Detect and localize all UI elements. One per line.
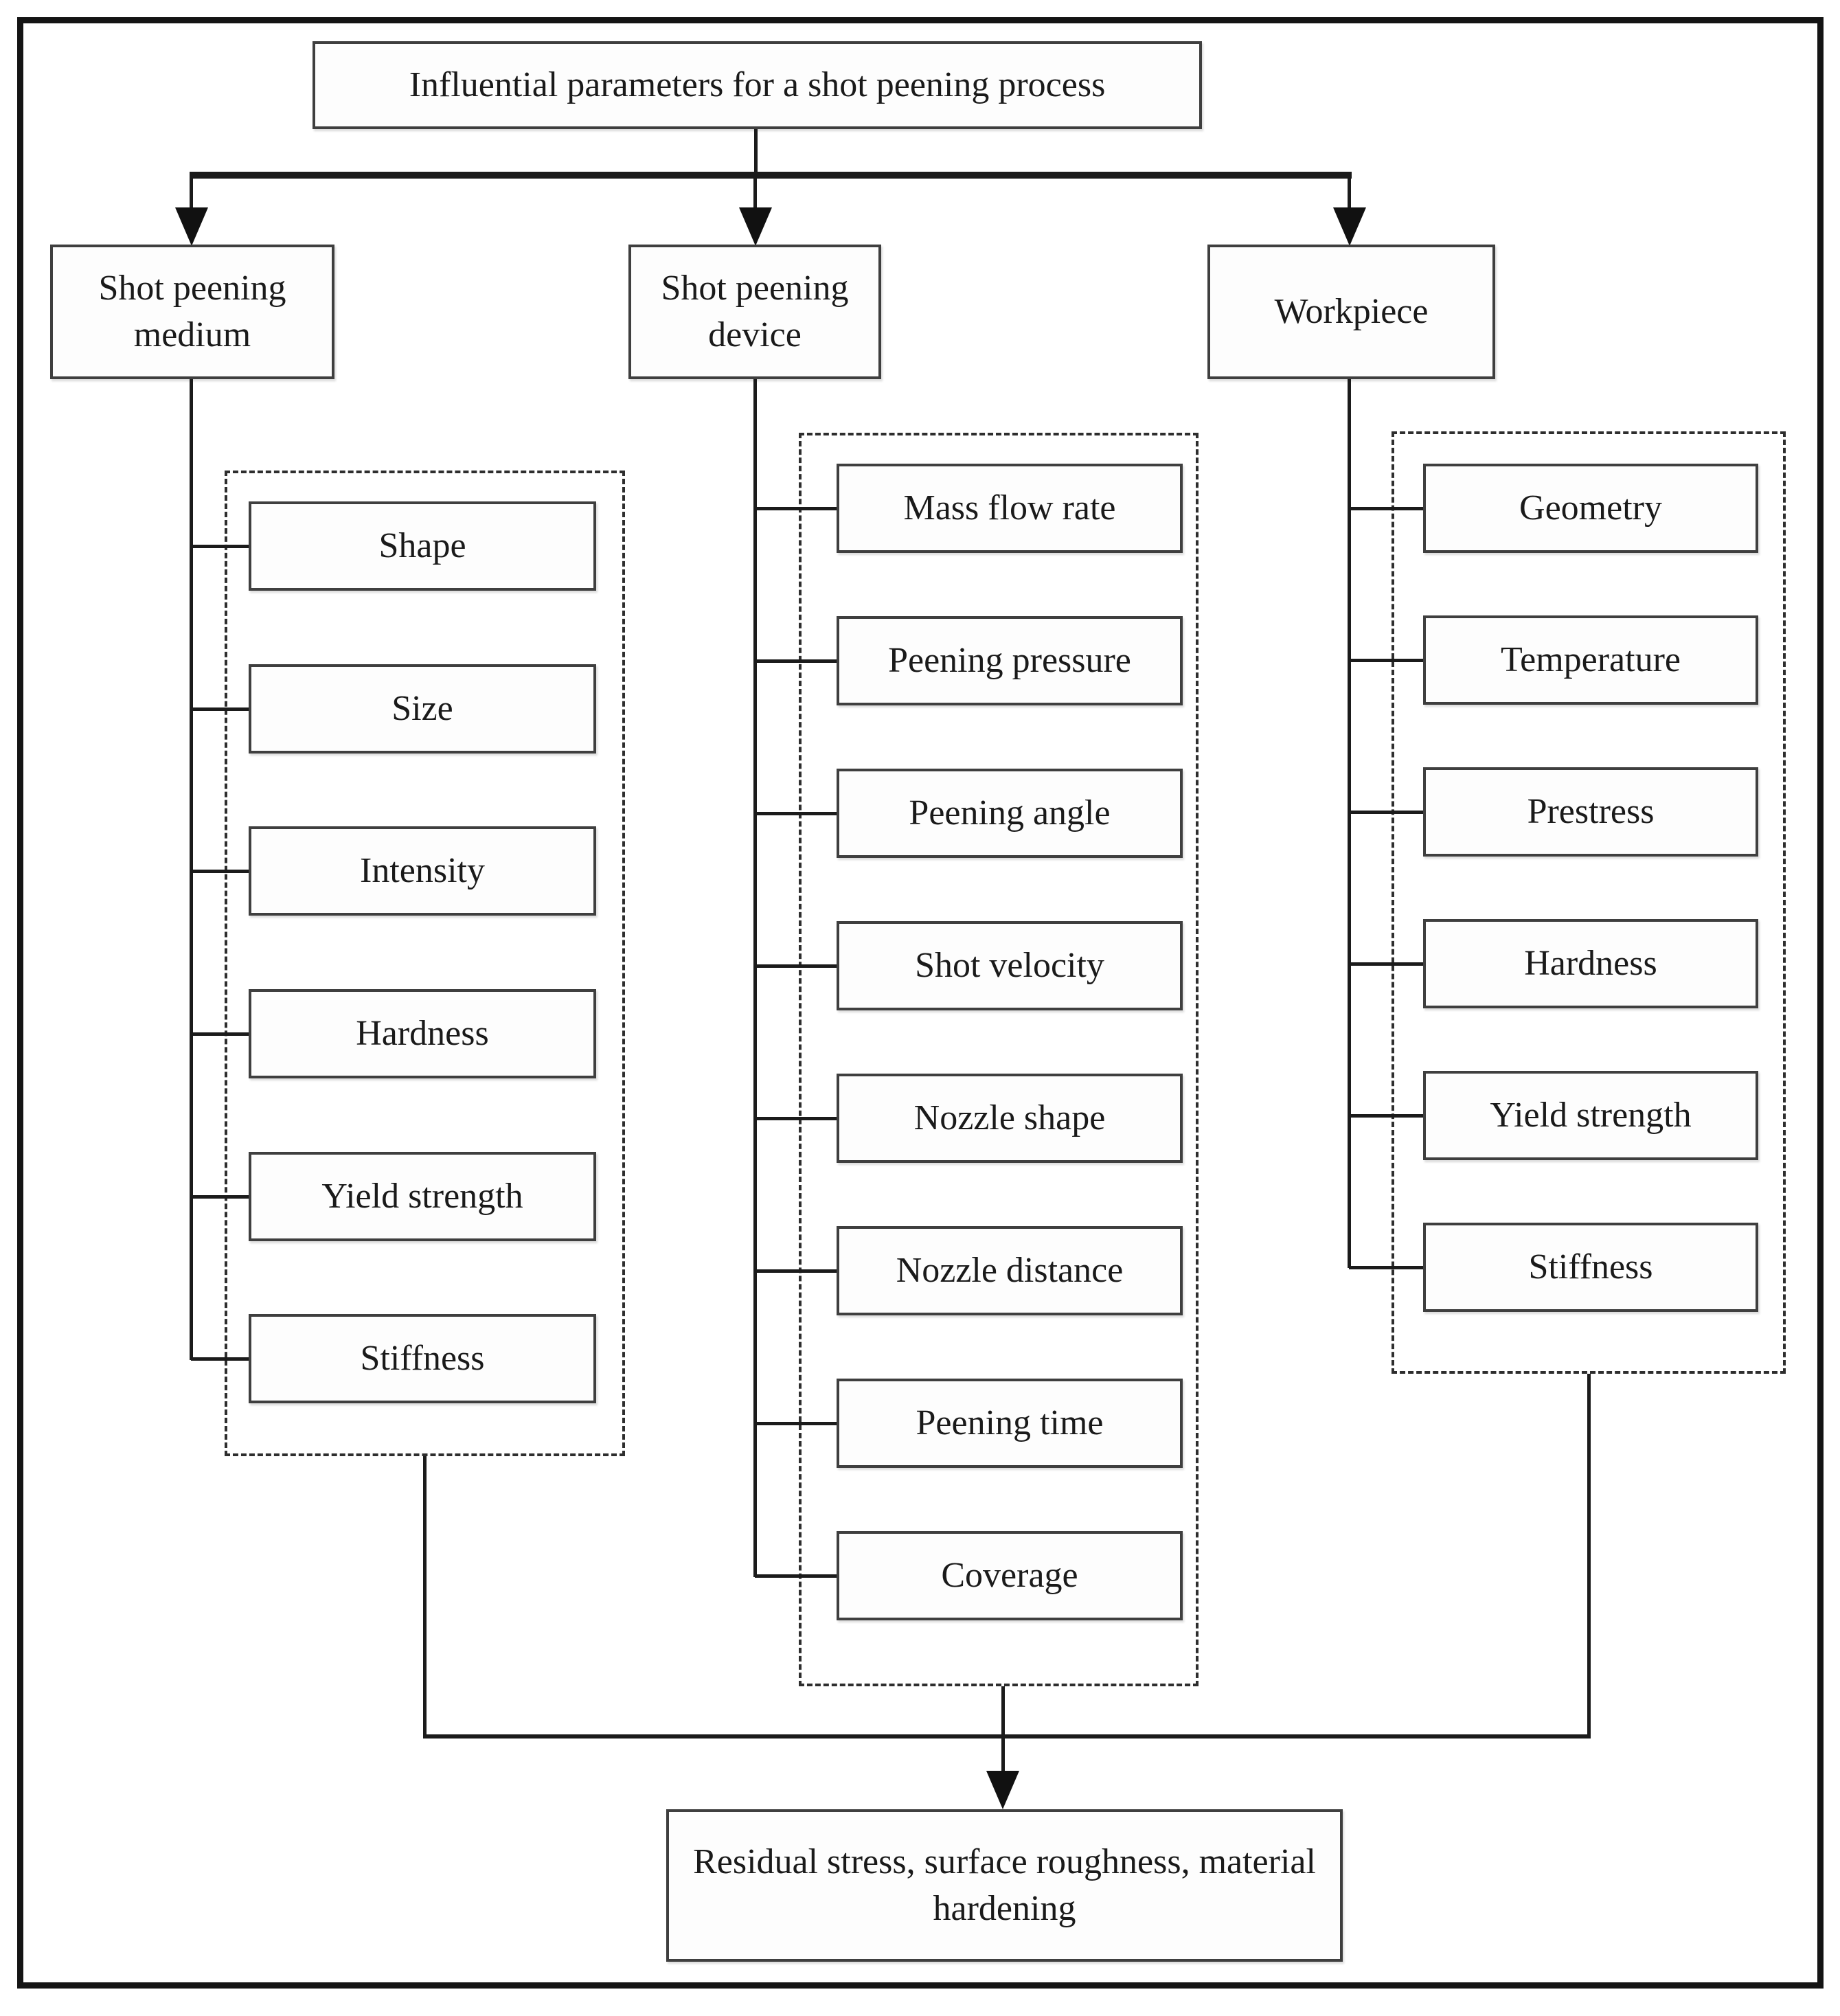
arrowhead-down-icon [986, 1771, 1019, 1809]
param-label: Shape [378, 526, 466, 566]
branch-node-medium-label: Shot peening medium [98, 269, 286, 354]
branch-node-medium: Shot peening medium [50, 245, 334, 379]
trunk-device [753, 379, 757, 1577]
param-node-shot-velocity: Shot velocity [837, 921, 1183, 1010]
connector-stem-device [753, 177, 757, 213]
connector-tick [1349, 1266, 1426, 1269]
param-label: Peening pressure [888, 641, 1131, 681]
connector-descender-workpiece [1587, 1374, 1591, 1738]
param-node-geometry: Geometry [1423, 464, 1758, 553]
param-node-intensity: Intensity [249, 826, 596, 916]
param-node-yield-strength-medium: Yield strength [249, 1152, 596, 1241]
param-node-yield-strength-workpiece: Yield strength [1423, 1071, 1758, 1160]
connector-distributor [190, 172, 1352, 179]
connector-descender-device [1001, 1686, 1005, 1772]
param-label: Hardness [356, 1014, 489, 1054]
branch-node-workpiece: Workpiece [1207, 245, 1495, 379]
param-node-stiffness-medium: Stiffness [249, 1314, 596, 1403]
param-label: Stiffness [1528, 1247, 1653, 1287]
connector-tick [755, 1117, 840, 1120]
param-label: Prestress [1527, 792, 1655, 832]
medium-params-group [225, 471, 625, 1456]
connector-stem-workpiece [1348, 177, 1351, 213]
param-node-hardness-medium: Hardness [249, 989, 596, 1078]
connector-tick [191, 1032, 251, 1036]
root-node-label: Influential parameters for a shot peenin… [409, 65, 1106, 105]
output-node-label: Residual stress, surface roughness, mate… [693, 1842, 1316, 1928]
param-label: Yield strength [321, 1177, 523, 1216]
param-node-temperature: Temperature [1423, 615, 1758, 705]
connector-tick [191, 707, 251, 711]
connector-tick [755, 964, 840, 968]
figure-border [17, 17, 1824, 1989]
param-label: Peening angle [909, 793, 1111, 833]
root-node: Influential parameters for a shot peenin… [313, 41, 1202, 129]
branch-node-device: Shot peening device [628, 245, 881, 379]
param-node-mass-flow-rate: Mass flow rate [837, 464, 1183, 553]
branch-node-device-label: Shot peening device [661, 269, 849, 354]
param-node-coverage: Coverage [837, 1531, 1183, 1620]
connector-tick [755, 1574, 840, 1578]
param-node-nozzle-distance: Nozzle distance [837, 1226, 1183, 1315]
connector-tick [191, 545, 251, 548]
connector-tick [755, 507, 840, 510]
connector-root-drop [754, 129, 758, 176]
param-label: Hardness [1524, 944, 1657, 984]
connector-stem-medium [190, 177, 193, 213]
param-label: Peening time [916, 1403, 1104, 1443]
param-label: Nozzle distance [896, 1251, 1124, 1291]
connector-tick [755, 659, 840, 663]
trunk-workpiece [1348, 379, 1351, 1268]
param-label: Mass flow rate [903, 488, 1116, 528]
branch-node-workpiece-label: Workpiece [1274, 292, 1429, 332]
connector-tick [1349, 962, 1426, 966]
param-node-prestress: Prestress [1423, 767, 1758, 857]
connector-tick [1349, 1114, 1426, 1118]
arrowhead-down-icon [1333, 207, 1366, 246]
arrowhead-down-icon [739, 207, 772, 246]
connector-tick [755, 1422, 840, 1425]
param-label: Temperature [1501, 640, 1681, 680]
param-node-peening-angle: Peening angle [837, 769, 1183, 858]
param-label: Size [391, 689, 453, 729]
param-label: Shot velocity [915, 946, 1104, 986]
param-node-nozzle-shape: Nozzle shape [837, 1074, 1183, 1163]
param-node-stiffness-workpiece: Stiffness [1423, 1223, 1758, 1312]
workpiece-params-group [1392, 431, 1786, 1374]
connector-tick [191, 870, 251, 873]
connector-tick [191, 1195, 251, 1199]
device-params-group [799, 433, 1199, 1686]
param-label: Geometry [1519, 488, 1662, 528]
arrowhead-down-icon [175, 207, 208, 246]
connector-descender-medium [423, 1456, 427, 1738]
param-label: Stiffness [360, 1339, 485, 1379]
connector-tick [1349, 811, 1426, 814]
output-node: Residual stress, surface roughness, mate… [666, 1809, 1343, 1962]
param-label: Intensity [360, 851, 485, 891]
param-label: Nozzle shape [913, 1098, 1106, 1138]
connector-tick [1349, 659, 1426, 662]
param-node-peening-pressure: Peening pressure [837, 616, 1183, 705]
param-label: Yield strength [1490, 1096, 1692, 1135]
param-node-hardness-workpiece: Hardness [1423, 919, 1758, 1008]
connector-collector [423, 1734, 1591, 1738]
connector-tick [1349, 507, 1426, 510]
param-node-peening-time: Peening time [837, 1379, 1183, 1468]
param-node-size: Size [249, 664, 596, 754]
connector-tick [755, 1269, 840, 1273]
param-node-shape: Shape [249, 501, 596, 591]
connector-tick [191, 1357, 251, 1361]
param-label: Coverage [941, 1556, 1078, 1596]
connector-tick [755, 812, 840, 815]
